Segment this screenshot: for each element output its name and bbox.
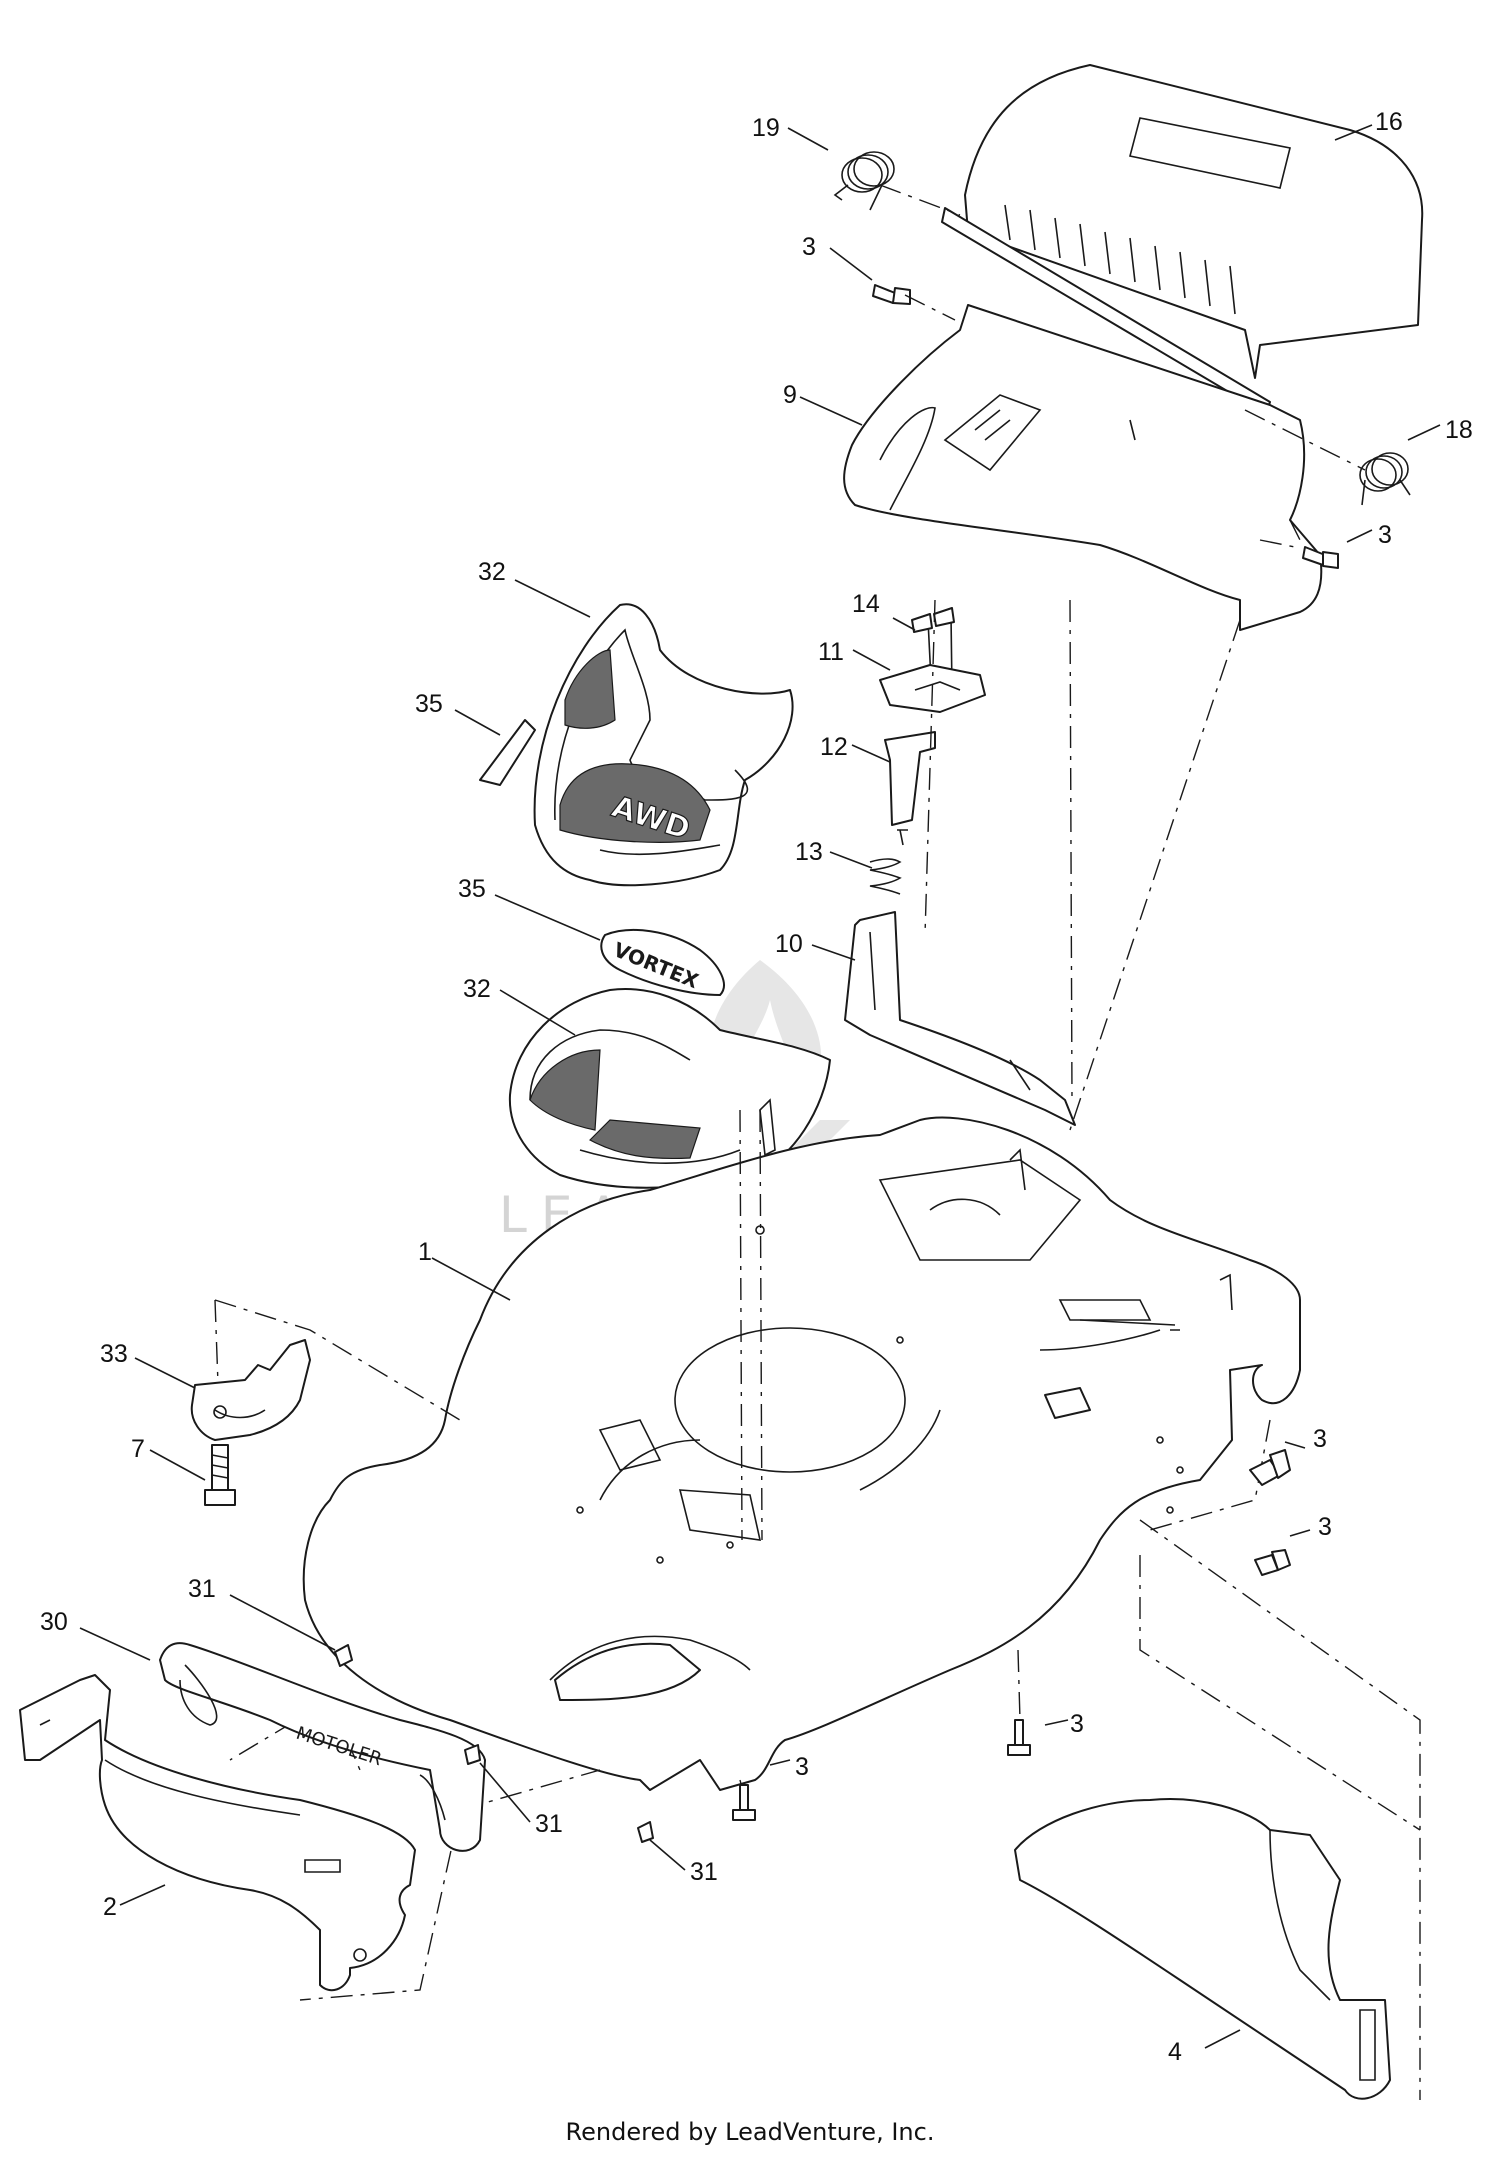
callout-18: 18 (1445, 416, 1473, 444)
callout-3: 3 (802, 233, 816, 261)
callout-3: 3 (1070, 1710, 1084, 1738)
part-4-side-chute (1014, 1798, 1391, 2100)
callout-1: 1 (418, 1238, 432, 1266)
callout-3: 3 (1313, 1425, 1327, 1453)
part-10-latch-rod (844, 911, 1076, 1126)
part-31-nut-lower (637, 1821, 654, 1843)
part-3-bolt-cover-right (1302, 546, 1339, 569)
part-33-bracket (190, 1339, 311, 1441)
callout-32: 32 (478, 558, 506, 586)
callout-12: 12 (820, 733, 848, 761)
part-9-rear-flap (843, 304, 1323, 631)
callout-10: 10 (775, 930, 803, 958)
part-16-cover (941, 64, 1424, 415)
callout-32: 32 (463, 975, 491, 1003)
part-3-bolt-deck-right-upper (1249, 1449, 1291, 1486)
part-1-mower-deck (302, 1098, 1301, 1791)
part-31-nut-middle (464, 1744, 481, 1765)
callout-labels: 19 16 3 9 18 3 32 14 11 35 12 13 35 10 3… (40, 108, 1473, 2066)
part-3-bolt-deck-bottom-center (732, 1784, 756, 1821)
callout-35: 35 (458, 875, 486, 903)
callout-2: 2 (103, 1893, 117, 1921)
part-3-bolt-cover-left (872, 284, 911, 305)
part-31-nut-upper (334, 1644, 353, 1667)
callout-3: 3 (1318, 1513, 1332, 1541)
callout-35: 35 (415, 690, 443, 718)
callout-11: 11 (818, 638, 844, 666)
callout-33: 33 (100, 1340, 128, 1368)
callout-31: 31 (535, 1810, 563, 1838)
callout-13: 13 (795, 838, 823, 866)
part-35-upper-decal (479, 719, 536, 786)
render-credit: Rendered by LeadVenture, Inc. (565, 2118, 935, 2146)
callout-9: 9 (783, 381, 797, 409)
part-3-bolt-deck-bottom-right (1007, 1719, 1031, 1756)
callout-3: 3 (795, 1753, 809, 1781)
part-32-upper-awd-cover: AWD (533, 603, 794, 887)
part-19-spring-left (833, 151, 895, 211)
part-18-spring-right (1359, 452, 1411, 506)
part-7-bolt (204, 1444, 236, 1506)
callout-19: 19 (752, 114, 780, 142)
leader-lines (79, 124, 1441, 2049)
part-13-spring (869, 858, 902, 895)
callout-31: 31 (188, 1575, 216, 1603)
callout-4: 4 (1168, 2038, 1182, 2066)
callout-31: 31 (690, 1858, 718, 1886)
callout-3: 3 (1378, 521, 1392, 549)
callout-7: 7 (131, 1435, 145, 1463)
callout-16: 16 (1375, 108, 1403, 136)
callout-30: 30 (40, 1608, 68, 1636)
part-12-latch-plunger (884, 731, 936, 846)
part-32-lower-front-cover (508, 988, 831, 1189)
part-2-front-bracket (19, 1674, 416, 1992)
part-3-bolt-deck-right-lower (1254, 1549, 1291, 1576)
callout-14: 14 (852, 590, 880, 618)
part-35-lower-vortex-decal: VORTEX (600, 929, 725, 996)
